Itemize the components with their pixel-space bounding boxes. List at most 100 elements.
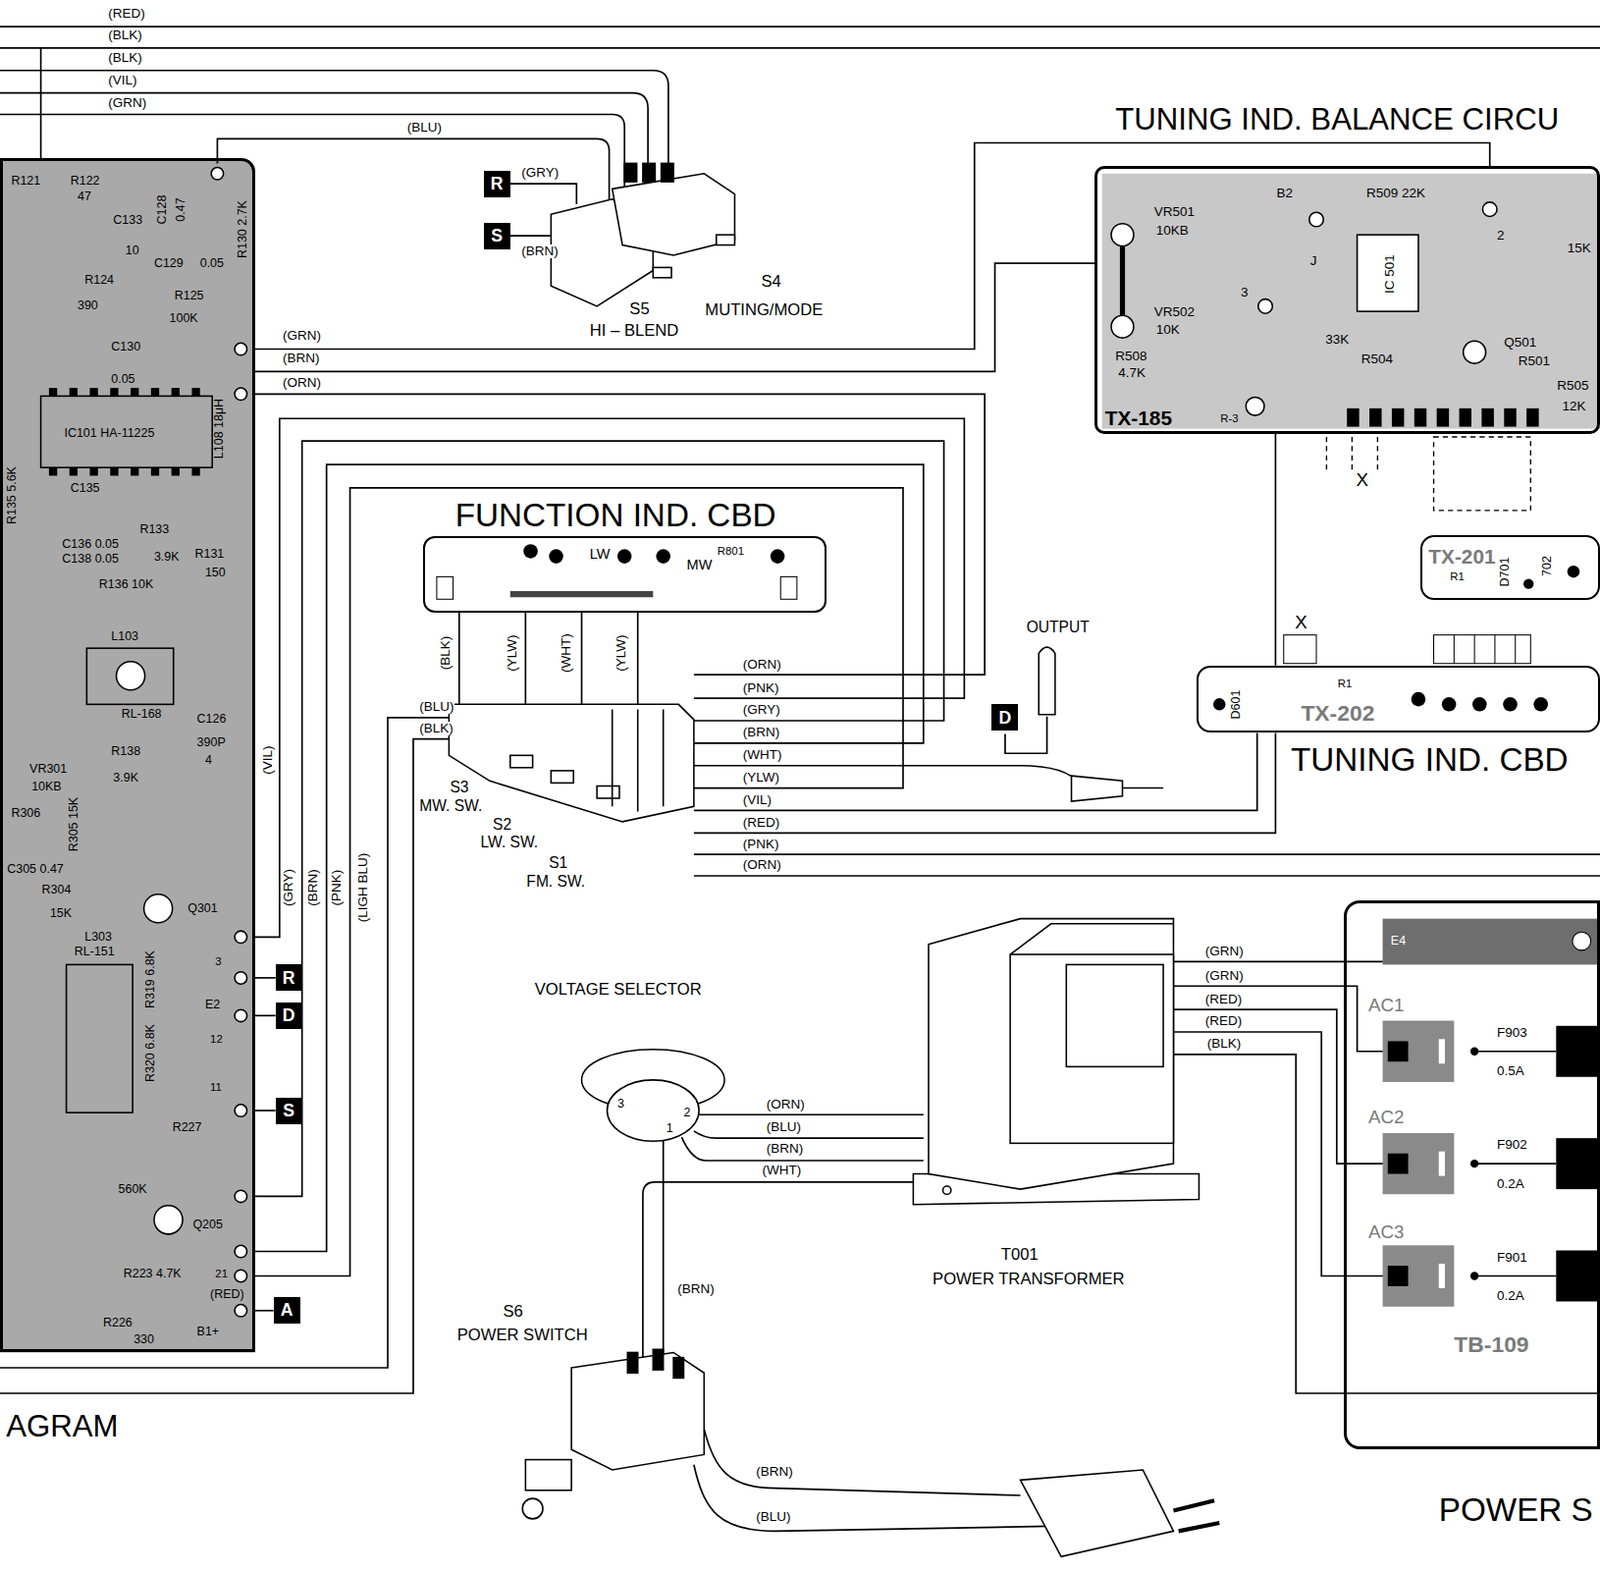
wire-connector: [255, 1014, 276, 1017]
part-label: E4: [1389, 934, 1407, 948]
part-label: 15K: [1566, 241, 1593, 256]
part-label: F903: [1495, 1025, 1529, 1040]
connector-marker: S: [483, 222, 511, 250]
wire-color-label: (RED): [1204, 1013, 1244, 1028]
wire-color-label: (GRY): [520, 165, 560, 180]
part-label: MW: [686, 557, 714, 573]
part-label: 33K: [1324, 332, 1350, 347]
wire-connector: [1275, 433, 1278, 666]
part-label: 10KB: [30, 780, 63, 794]
part-label: F902: [1495, 1137, 1529, 1152]
part-label: 15K: [49, 906, 73, 920]
board-title: TX-201: [1428, 545, 1495, 568]
part-label: R509 22K: [1365, 186, 1427, 201]
part-label: S1: [547, 854, 569, 871]
part-label: R121: [9, 174, 42, 188]
part-label: R131: [194, 547, 226, 561]
part-label: C130: [109, 340, 142, 354]
main-pcb-parts: [41, 167, 248, 1318]
function-pcb-parts: [436, 543, 798, 599]
part-label: 10K: [1155, 322, 1181, 337]
part-label: J: [1309, 254, 1319, 268]
part-label: 10KB: [1155, 223, 1190, 238]
power-transformer: [912, 918, 1199, 1205]
part-label: 3.9K: [111, 771, 140, 785]
part-label: LW. SW.: [480, 834, 540, 851]
connector-marker: S: [275, 1097, 303, 1124]
part-label: AC2: [1367, 1107, 1405, 1127]
part-label: AC3: [1367, 1222, 1405, 1242]
part-label: C138 0.05: [60, 552, 120, 566]
part-label: R133: [138, 523, 170, 536]
ribbon-cable: [1326, 436, 1531, 511]
marker-letter: R: [282, 968, 296, 988]
part-label: 0.2A: [1495, 1176, 1526, 1191]
wire-color-label: (BRN): [765, 1141, 805, 1156]
wire-color-label: (PNK): [329, 868, 344, 907]
wire-color-label: (VIL): [106, 73, 138, 88]
part-label: C133: [111, 213, 144, 227]
pcb-pins: [1346, 408, 1539, 427]
wire-color-label: (PNK): [742, 681, 781, 695]
wire-color-label: (BRN): [754, 1464, 795, 1479]
wire-color-label: (ORN): [765, 1097, 806, 1112]
part-label: MW. SW.: [418, 798, 483, 814]
wire-color-label: (GRY): [742, 702, 782, 717]
wire-color-label: (WHT): [742, 747, 784, 762]
connector-marker: D: [991, 703, 1018, 731]
wire-color-label: (BLK): [106, 51, 144, 65]
part-label: R501: [1517, 354, 1551, 369]
part-label: R505: [1555, 378, 1590, 393]
voltage-selector: [582, 1049, 726, 1142]
wire-color-label: (BLK): [418, 721, 455, 736]
wire-color-label: (BRN): [742, 725, 782, 740]
part-label: 390P: [196, 736, 227, 749]
wire-color-label: (YLW): [614, 634, 629, 673]
ic-pins: [49, 387, 201, 476]
part-label: OUTPUT: [1025, 619, 1091, 636]
wire-color-label: (LIGH BLU): [356, 852, 371, 924]
wire-color-label: (YLW): [505, 634, 520, 673]
part-label: R801: [716, 544, 746, 557]
part-label: 1: [665, 1121, 675, 1135]
part-label: 702: [1540, 555, 1553, 579]
part-label: 390: [76, 299, 100, 313]
board-title: FUNCTION IND. CBD: [455, 498, 777, 534]
wire-color-label: (RED): [106, 6, 147, 21]
part-label: S5: [628, 300, 650, 318]
part-label: C129: [153, 257, 185, 270]
part-label: B2: [1275, 186, 1294, 201]
part-label: R124: [83, 273, 115, 287]
connector-marker: R: [275, 963, 303, 991]
wire-connector: [255, 1109, 276, 1112]
part-label: L108 18μH: [213, 397, 226, 460]
part-label: 11: [209, 1080, 223, 1093]
part-label: 2: [682, 1106, 692, 1120]
part-label: R223 4.7K: [122, 1267, 183, 1280]
part-label: C126: [196, 712, 228, 726]
part-label: R138: [109, 745, 142, 758]
part-label: R136 10K: [98, 578, 155, 591]
part-label: 12: [209, 1032, 224, 1045]
part-label: MUTING/MODE: [703, 301, 824, 319]
pcb-band: [1383, 918, 1600, 965]
board-title: TUNING IND. CBD: [1290, 743, 1569, 778]
part-label: R304: [41, 883, 73, 897]
wire-color-label: (ORN): [281, 375, 322, 390]
part-label: R305 15K: [67, 796, 81, 853]
part-label: F901: [1495, 1250, 1529, 1265]
part-label: L303: [83, 930, 113, 944]
part-label: 3: [1239, 285, 1250, 300]
part-label: S6: [501, 1302, 524, 1320]
part-label: R130 2.7K: [236, 199, 250, 260]
balance-pcb-parts: [1111, 202, 1497, 416]
wire-color-label: (BLU): [418, 699, 455, 714]
wire-color-label: (BRN): [306, 868, 320, 908]
pcb-board: FUNCTION IND. CBD: [423, 535, 827, 613]
wire-color-label: (RED): [742, 815, 782, 830]
part-label: Q205: [191, 1218, 224, 1231]
wire-color-label: (BRN): [520, 244, 560, 259]
board-title: TX-185: [1105, 407, 1173, 429]
board-title: AGRAM: [5, 1410, 118, 1443]
